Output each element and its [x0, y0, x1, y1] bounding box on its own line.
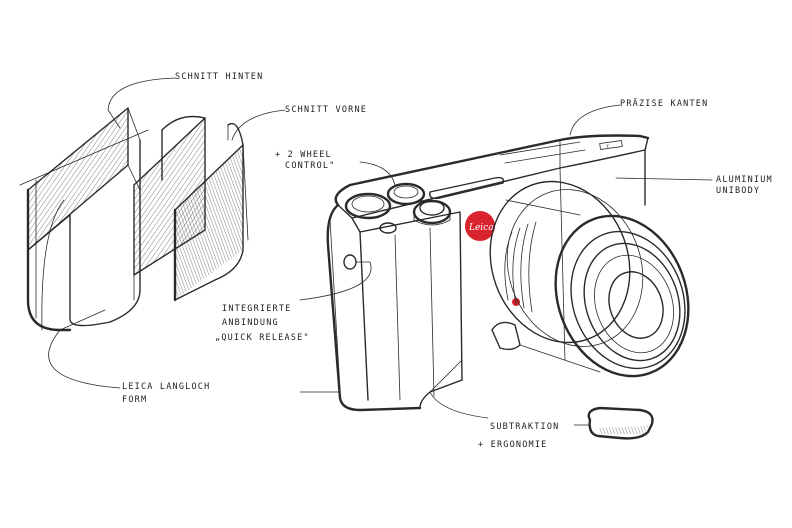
label-schnitt-hinten: Schnitt Hinten — [175, 72, 264, 82]
section-front-profile — [173, 122, 249, 302]
label-subtraktion: Subtraktion — [490, 422, 560, 432]
small-button — [379, 222, 397, 234]
label-integrierte-line2: Anbindung — [222, 318, 279, 328]
leica-logo-text: Leica — [468, 223, 494, 233]
leica-logo — [465, 211, 495, 241]
label-schnitt-vorne: Schnitt Vorne — [285, 105, 368, 115]
control-wheel-right — [386, 182, 426, 206]
model-text: T — [606, 144, 610, 150]
lens-front-ring — [554, 214, 690, 378]
label-wheel-control-line2: Control" — [285, 161, 336, 171]
label-ergonomie: + Ergonomie — [478, 440, 548, 450]
camera-body: T Leica — [326, 134, 650, 412]
label-aluminium-line2: Unibody — [716, 186, 761, 196]
label-integrierte-line3: „Quick Release" — [215, 333, 310, 343]
lens-glass — [608, 271, 664, 339]
rear-section-hatch — [28, 108, 128, 250]
label-leica-langloch-line1: Leica Langloch — [122, 382, 211, 392]
label-praezise-kanten: Präzise Kanten — [620, 99, 709, 109]
section-rear-profile — [19, 107, 149, 332]
shutter-dial — [412, 199, 452, 225]
label-leica-langloch-line2: Form — [122, 395, 148, 405]
leader-lines — [48, 77, 713, 426]
label-integrierte-line1: Integrierte — [222, 304, 292, 314]
label-wheel-control-line1: + 2 Wheel — [275, 150, 332, 160]
label-aluminium-line1: Aluminium — [716, 175, 773, 185]
ergonomic-slot — [587, 406, 654, 440]
strap-lug — [343, 254, 357, 270]
lens — [489, 180, 690, 378]
model-plate — [599, 140, 623, 150]
control-wheel-left — [344, 192, 392, 220]
lens-barrel-back — [489, 180, 631, 344]
